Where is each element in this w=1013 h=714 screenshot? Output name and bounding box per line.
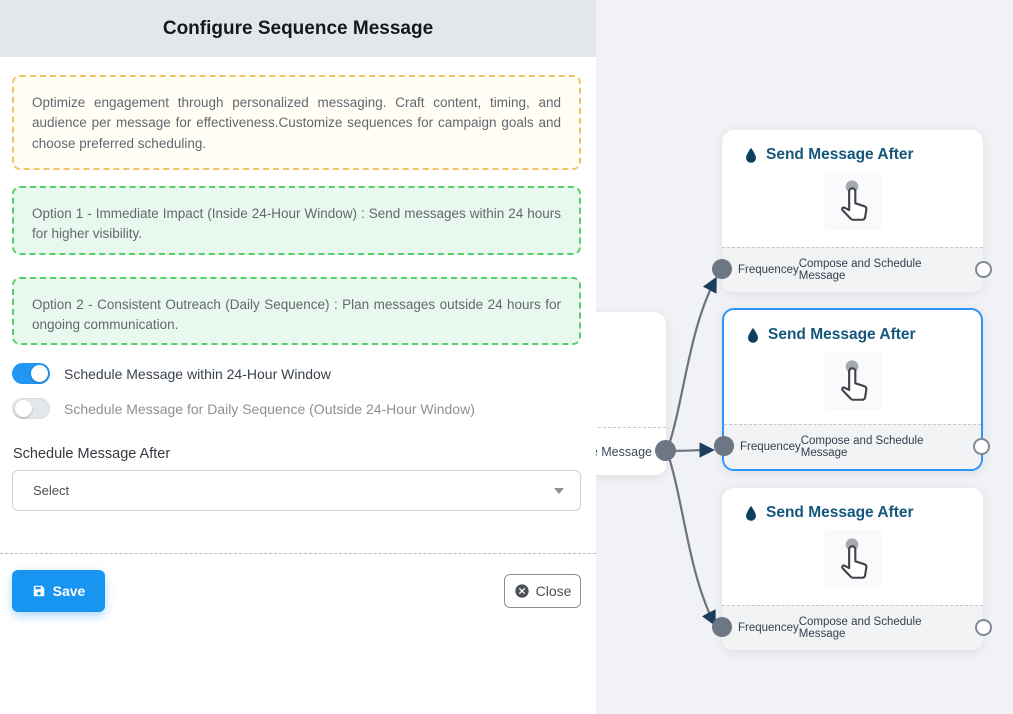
node-footer: Frequencey Compose and Schedule Message xyxy=(724,424,981,469)
frequency-label: Frequencey xyxy=(738,622,799,634)
source-node-footer-label: ce Message xyxy=(596,444,652,459)
info-note: Optimize engagement through personalized… xyxy=(12,75,581,170)
chevron-down-icon xyxy=(554,487,564,494)
close-button-label: Close xyxy=(535,583,572,599)
select-value: Select xyxy=(33,483,70,498)
footer-divider xyxy=(0,553,596,554)
frequency-label: Frequencey xyxy=(740,441,801,453)
click-target-area[interactable] xyxy=(823,530,882,588)
option-2-text: Option 2 - Consistent Outreach (Daily Se… xyxy=(32,297,561,333)
node-input-handle[interactable] xyxy=(712,617,732,637)
source-node-footer: ce Message xyxy=(596,427,666,475)
page-title: Configure Sequence Message xyxy=(162,17,434,39)
edge-to-node-3 xyxy=(665,449,716,627)
toggle-knob xyxy=(31,365,48,382)
edge-to-node-1 xyxy=(665,276,717,453)
node-title: Send Message After xyxy=(768,326,916,343)
click-target-area[interactable] xyxy=(823,352,882,410)
node-send-message-after-1[interactable]: Send Message After Frequencey Compose an… xyxy=(712,130,992,292)
water-drop-icon xyxy=(748,327,758,343)
save-button-label: Save xyxy=(52,583,86,599)
panel-header: Configure Sequence Message xyxy=(0,0,596,57)
toggle-daily-sequence[interactable] xyxy=(12,398,50,419)
node-output-handle[interactable] xyxy=(975,261,992,278)
tap-hand-icon xyxy=(840,360,867,401)
node-title: Send Message After xyxy=(766,146,914,163)
schedule-after-label: Schedule Message After xyxy=(13,446,171,462)
node-output-handle[interactable] xyxy=(975,619,992,636)
node-output-handle[interactable] xyxy=(973,438,990,455)
node-send-message-after-3[interactable]: Send Message After Frequencey Compose an… xyxy=(712,488,992,650)
tap-hand-icon xyxy=(840,180,867,221)
save-button[interactable]: Save xyxy=(12,570,105,612)
schedule-after-select[interactable]: Select xyxy=(12,470,581,511)
click-target-area[interactable] xyxy=(823,172,882,230)
source-node-output-handle[interactable] xyxy=(655,440,676,461)
close-button[interactable]: Close xyxy=(504,574,581,608)
source-node-partial[interactable]: ce Message xyxy=(596,312,676,475)
water-drop-icon xyxy=(746,505,756,521)
save-floppy-icon xyxy=(33,585,44,597)
toggle-24h-window[interactable] xyxy=(12,363,50,384)
toggle-daily-sequence-label: Schedule Message for Daily Sequence (Out… xyxy=(64,400,475,417)
close-icon xyxy=(514,584,529,598)
node-input-handle[interactable] xyxy=(712,259,732,279)
toggle-24h-window-label: Schedule Message within 24-Hour Window xyxy=(64,365,331,382)
option-1-note: Option 1 - Immediate Impact (Inside 24-H… xyxy=(12,186,581,255)
frequency-label: Frequencey xyxy=(738,264,799,276)
toggle-knob xyxy=(15,400,32,417)
flow-canvas[interactable]: ce Message Send Message After Frequencey… xyxy=(596,0,1013,714)
node-footer: Frequencey Compose and Schedule Message xyxy=(722,605,983,650)
water-drop-icon xyxy=(746,147,756,163)
node-footer: Frequencey Compose and Schedule Message xyxy=(722,247,983,292)
node-send-message-after-2-selected[interactable]: Send Message After Frequencey Compose an… xyxy=(714,308,990,471)
option-1-text: Option 1 - Immediate Impact (Inside 24-H… xyxy=(32,206,561,242)
compose-schedule-label: Compose and Schedule Message xyxy=(798,258,922,282)
option-2-note: Option 2 - Consistent Outreach (Daily Se… xyxy=(12,277,581,345)
compose-schedule-label: Compose and Schedule Message xyxy=(798,616,922,640)
configure-sequence-panel: Configure Sequence Message Optimize enga… xyxy=(0,0,596,714)
node-title: Send Message After xyxy=(766,504,914,521)
compose-schedule-label: Compose and Schedule Message xyxy=(800,435,924,459)
node-input-handle[interactable] xyxy=(714,436,734,456)
info-note-text: Optimize engagement through personalized… xyxy=(32,95,561,151)
tap-hand-icon xyxy=(840,538,867,579)
